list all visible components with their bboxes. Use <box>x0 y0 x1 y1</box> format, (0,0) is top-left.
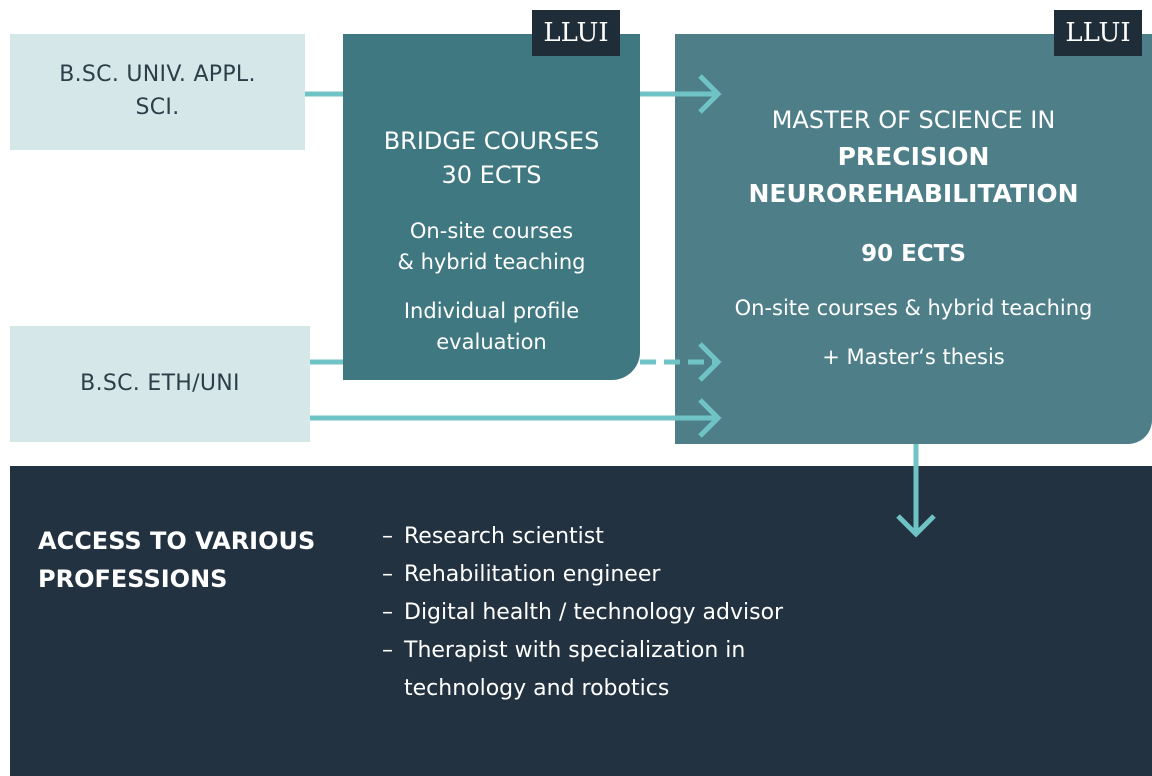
arrow-dashed-optional-head <box>698 342 722 382</box>
bridge-desc-line-4: evaluation <box>436 330 547 354</box>
bsc-univ-appl-sci-line-2: SCI. <box>135 95 180 120</box>
bsc-univ-appl-sci-label: B.SC. UNIV. APPL. SCI. <box>10 58 305 124</box>
profession-text: Research scientist <box>404 524 604 549</box>
access-heading-line-1: ACCESS TO VARIOUS <box>38 527 316 555</box>
master-desc-1: On-site courses & hybrid teaching <box>734 296 1093 320</box>
bsc-eth-uni-box: B.SC. ETH/UNI <box>10 326 310 442</box>
access-professions-panel <box>10 466 1152 776</box>
bridge-title-line-2: 30 ECTS <box>441 161 542 189</box>
bridge-desc-line-3: Individual profile <box>403 299 580 323</box>
master-program-box: MASTER OF SCIENCE IN PRECISION NEUROREHA… <box>675 34 1152 444</box>
bsc-eth-uni-label: B.SC. ETH/UNI <box>80 371 240 396</box>
profession-list: –Research scientist –Rehabilitation engi… <box>382 518 783 708</box>
llui-logo-bridge: LLUI <box>532 10 620 56</box>
bridge-desc-line-2: & hybrid teaching <box>397 250 586 274</box>
arrow-master-to-professions-head <box>896 514 936 538</box>
profession-text: Rehabilitation engineer <box>404 562 661 587</box>
master-desc-2: + Master‘s thesis <box>822 345 1005 369</box>
llui-logo-master: LLUI <box>1054 10 1142 56</box>
master-line-1: MASTER OF SCIENCE IN <box>771 106 1056 134</box>
master-ects: 90 ECTS <box>861 241 966 267</box>
master-line-3: NEUROREHABILITATION <box>748 179 1079 208</box>
bsc-univ-appl-sci-box: B.SC. UNIV. APPL. SCI. <box>10 34 305 150</box>
profession-text: Digital health / technology advisor <box>404 600 784 625</box>
bridge-desc-line-1: On-site courses <box>409 219 574 243</box>
profession-item: –Therapist with specialization in techno… <box>382 632 783 708</box>
arrow-eth-to-master-head <box>698 398 722 438</box>
access-heading: ACCESS TO VARIOUS PROFESSIONS <box>38 522 315 598</box>
bridge-courses-box: BRIDGE COURSES 30 ECTS On-site courses &… <box>343 34 640 380</box>
arrow-bridge-to-master-head <box>698 74 722 114</box>
profession-item: –Research scientist <box>382 518 783 556</box>
profession-item: –Digital health / technology advisor <box>382 594 783 632</box>
access-heading-line-2: PROFESSIONS <box>38 565 228 593</box>
profession-text: Therapist with specialization in technol… <box>404 638 746 701</box>
bridge-title-line-1: BRIDGE COURSES <box>383 127 600 155</box>
bsc-univ-appl-sci-line-1: B.SC. UNIV. APPL. <box>59 62 256 87</box>
profession-item: –Rehabilitation engineer <box>382 556 783 594</box>
master-line-2: PRECISION <box>837 142 990 171</box>
